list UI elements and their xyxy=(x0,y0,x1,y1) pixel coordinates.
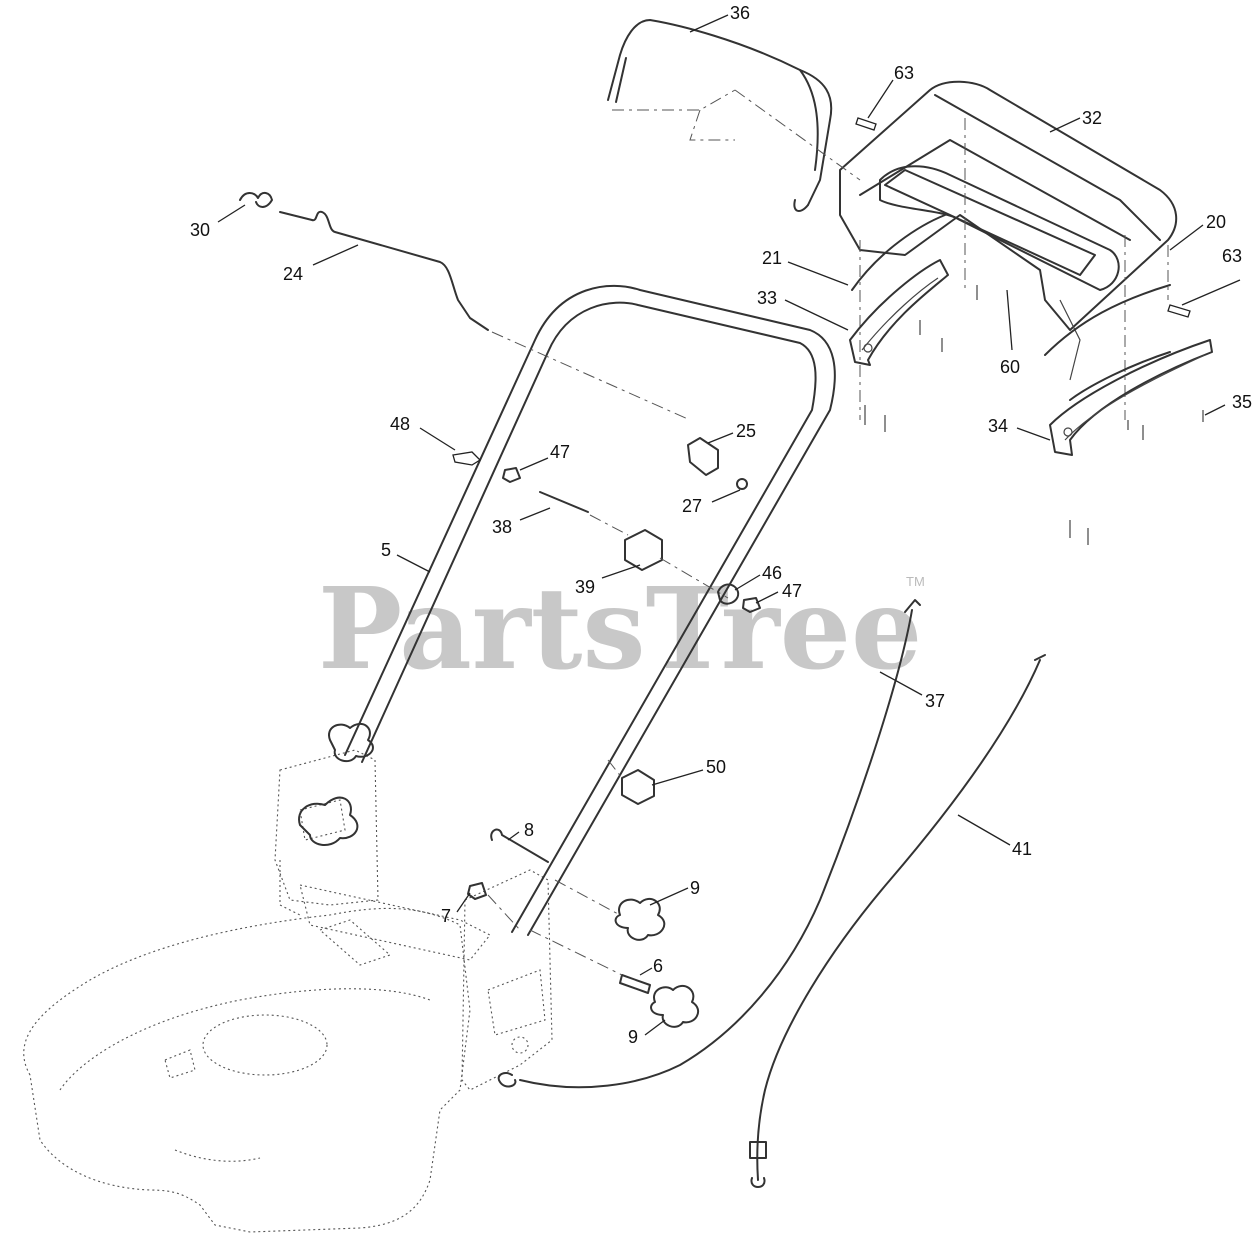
knob-9-upper xyxy=(614,897,666,941)
nut-7 xyxy=(467,882,487,900)
callout-38: 38 xyxy=(492,517,512,537)
left-upper-knob xyxy=(328,722,374,763)
right-bail-rail xyxy=(1044,284,1213,456)
callout-60: 60 xyxy=(1000,357,1020,377)
cable-41 xyxy=(749,654,1046,1188)
pin-63-right xyxy=(1167,304,1191,318)
bolt-8 xyxy=(490,828,549,863)
drive-cable-37 xyxy=(497,599,921,1089)
control-rod-24 xyxy=(279,210,489,331)
callout-37: 37 xyxy=(925,691,945,711)
block-39 xyxy=(624,529,663,571)
callout-21: 21 xyxy=(762,248,782,268)
bolt-38 xyxy=(539,491,589,513)
washer-27 xyxy=(736,478,748,490)
callout-labels: 36 63 32 30 24 21 20 63 33 60 35 48 25 4… xyxy=(190,3,1252,1047)
knob-9-lower xyxy=(650,984,700,1028)
control-bar-housing xyxy=(839,80,1178,381)
callout-63-right: 63 xyxy=(1222,246,1242,266)
callout-20: 20 xyxy=(1206,212,1226,232)
leader-lines xyxy=(217,14,1241,1036)
parts-tree-watermark: PartsTree xyxy=(318,564,922,695)
callout-8: 8 xyxy=(524,820,534,840)
pin-63-left xyxy=(855,117,877,131)
callout-9-upper: 9 xyxy=(690,878,700,898)
callout-25: 25 xyxy=(736,421,756,441)
mower-deck-outline xyxy=(23,860,491,1233)
callout-47-lower: 47 xyxy=(782,581,802,601)
callout-5: 5 xyxy=(381,540,391,560)
housing-screws xyxy=(864,285,1204,545)
callout-7: 7 xyxy=(441,906,451,926)
callout-33: 33 xyxy=(757,288,777,308)
callout-48: 48 xyxy=(390,414,410,434)
spacer-46 xyxy=(717,583,740,605)
left-handle-bracket xyxy=(274,749,379,906)
callout-32: 32 xyxy=(1082,108,1102,128)
callout-35: 35 xyxy=(1232,392,1252,412)
operator-bail xyxy=(607,19,833,212)
left-bail-rail xyxy=(849,214,949,366)
bushing-25 xyxy=(687,437,719,476)
spring-30 xyxy=(239,192,273,208)
nut-47-upper xyxy=(502,467,521,483)
left-handle-knob xyxy=(298,796,359,846)
cable-clip-48 xyxy=(452,451,482,466)
carriage-bolt-6 xyxy=(619,974,651,994)
callout-6: 6 xyxy=(653,956,663,976)
callout-46: 46 xyxy=(762,563,782,583)
connector-50 xyxy=(621,769,655,805)
callout-39: 39 xyxy=(575,577,595,597)
callout-36: 36 xyxy=(730,3,750,23)
right-handle-bracket xyxy=(461,869,553,1091)
callout-27: 27 xyxy=(682,496,702,516)
callout-9-lower: 9 xyxy=(628,1027,638,1047)
callout-50: 50 xyxy=(706,757,726,777)
callout-41: 41 xyxy=(1012,839,1032,859)
watermark-trademark: TM xyxy=(906,574,925,589)
nut-47-lower xyxy=(742,597,761,613)
callout-47-upper: 47 xyxy=(550,442,570,462)
callout-30: 30 xyxy=(190,220,210,240)
callout-24: 24 xyxy=(283,264,303,284)
callout-34: 34 xyxy=(988,416,1008,436)
handle-tube xyxy=(344,284,836,936)
callout-63-top: 63 xyxy=(894,63,914,83)
